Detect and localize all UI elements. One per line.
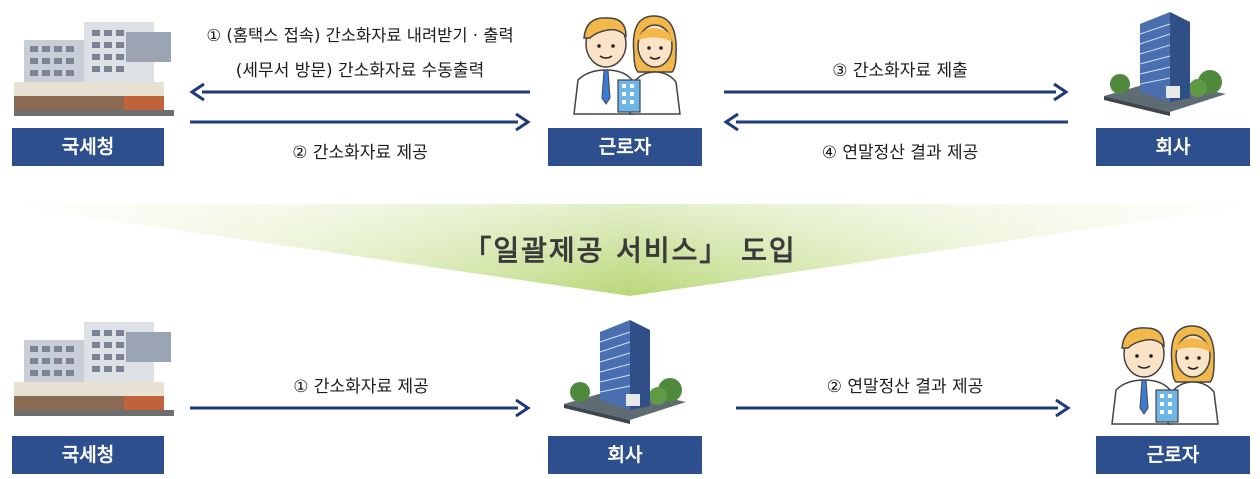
bottom-worker-label: 근로자 [1096,436,1250,474]
top-worker-label: 근로자 [548,128,702,166]
bottom-arrow-company-to-worker [736,398,1071,418]
top-company-label: 회사 [1096,128,1250,166]
transition-banner-arrow [0,204,1260,296]
top-arrow-nts-to-worker [190,112,531,132]
bottom-flow1-text: ① 간소화자료 제공 [293,377,429,397]
office-tower-icon [560,312,690,428]
workers-people-icon [568,8,684,120]
bottom-arrow-nts-to-company [190,398,531,418]
top-flow4-text: ④ 연말정산 결과 제공 [821,143,979,163]
bottom-nts-label: 국세청 [12,436,164,474]
workers-people-icon [1106,318,1222,430]
top-arrow-worker-to-nts [189,82,530,102]
top-arrow-company-to-worker [723,112,1068,132]
top-flow2-text: ② 간소화자료 제공 [292,143,428,163]
nts-building-icon [14,312,184,424]
top-flow1-line2: (세무서 방문) 간소화자료 수동출력 [235,61,485,81]
top-flow1-line1: ① (홈택스 접속) 간소화자료 내려받기 · 출력 [206,26,514,45]
banner-title: 「일괄제공 서비스」 도입 [463,234,797,267]
top-flow3-text: ③ 간소화자료 제출 [832,61,968,81]
top-nts-label: 국세청 [12,128,164,166]
bottom-company-label: 회사 [548,436,702,474]
nts-building-icon [14,12,184,124]
top-arrow-worker-to-company [724,82,1069,102]
office-tower-icon [1100,4,1230,120]
bottom-flow2-text: ② 연말정산 결과 제공 [826,377,984,397]
